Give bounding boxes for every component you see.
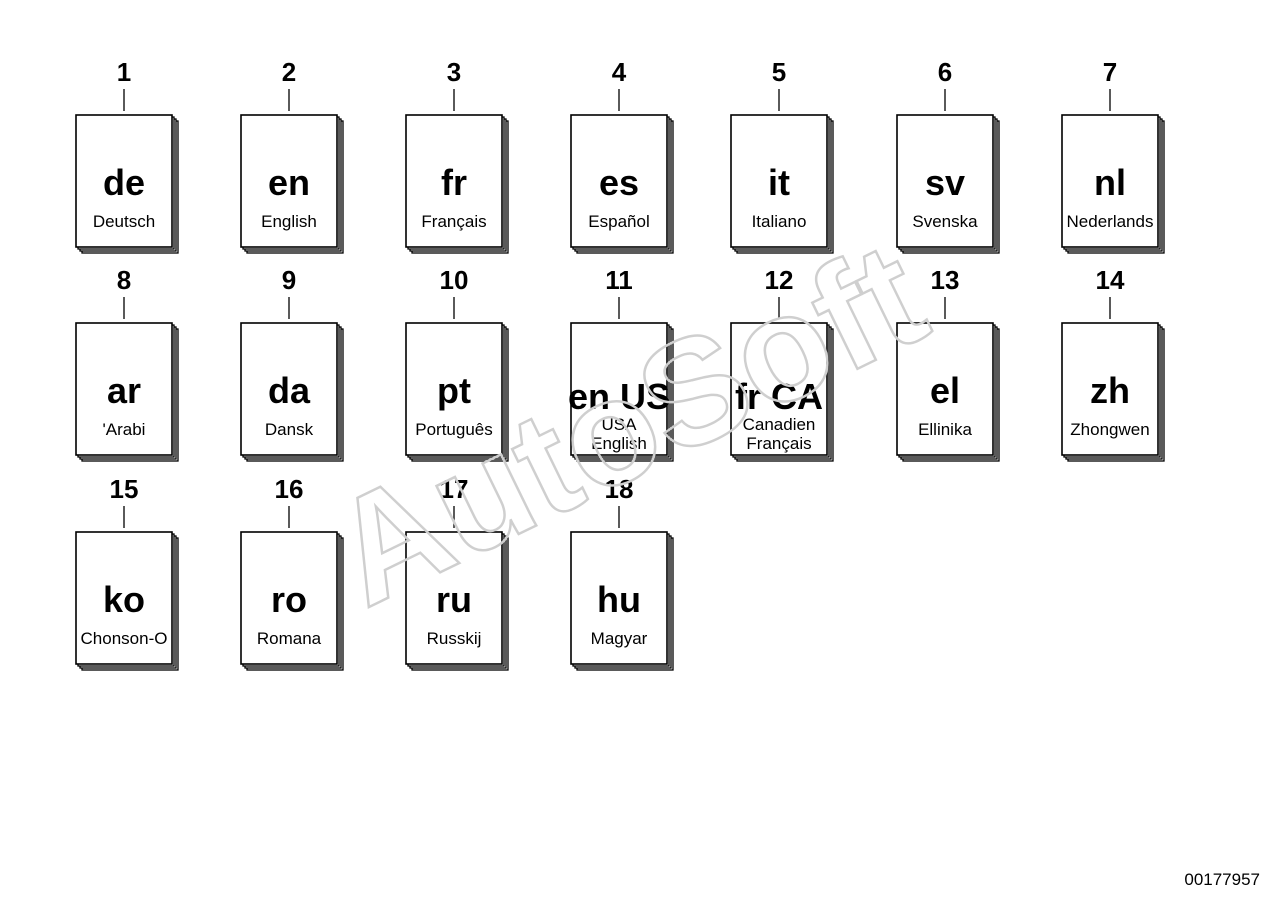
callout-number: 2 <box>282 57 296 87</box>
callout-number: 12 <box>765 265 794 295</box>
language-name: Português <box>415 420 493 439</box>
language-name: 'Arabi <box>103 420 146 439</box>
callout-number: 11 <box>605 265 633 295</box>
manual-cover <box>730 114 828 248</box>
language-code: en US <box>568 376 670 417</box>
callout-number: 9 <box>282 265 296 295</box>
callout-number: 10 <box>440 265 469 295</box>
callout-number: 1 <box>117 57 131 87</box>
manual-cover <box>896 114 994 248</box>
language-name: Svenska <box>912 212 978 231</box>
language-code: el <box>930 370 960 411</box>
language-code: fr <box>441 162 467 203</box>
part-number: 00177957 <box>1184 870 1260 889</box>
callout-number: 7 <box>1103 57 1117 87</box>
manual-cover <box>570 322 668 456</box>
callout-number: 13 <box>931 265 960 295</box>
callout-number: 5 <box>772 57 786 87</box>
manual-cover <box>240 531 338 665</box>
manual-cover <box>75 114 173 248</box>
callout-number: 6 <box>938 57 952 87</box>
manual-cover <box>405 114 503 248</box>
language-name: Italiano <box>752 212 807 231</box>
manual-cover <box>75 322 173 456</box>
callout-number: 14 <box>1096 265 1125 295</box>
manual-cover <box>1061 322 1159 456</box>
language-name: USA <box>602 415 638 434</box>
language-name: English <box>591 434 647 453</box>
manual-cover <box>405 322 503 456</box>
language-code: pt <box>437 370 471 411</box>
language-code: ro <box>271 579 307 620</box>
language-code: sv <box>925 162 965 203</box>
language-name: Romana <box>257 629 322 648</box>
manual-cover <box>240 114 338 248</box>
manual-cover <box>570 114 668 248</box>
language-code: da <box>268 370 311 411</box>
language-name: Nederlands <box>1067 212 1154 231</box>
manual-cover <box>896 322 994 456</box>
language-code: zh <box>1090 370 1130 411</box>
language-name: English <box>261 212 317 231</box>
language-name: Español <box>588 212 649 231</box>
callout-number: 4 <box>612 57 627 87</box>
language-name: Zhongwen <box>1070 420 1149 439</box>
language-code: en <box>268 162 310 203</box>
language-name: Ellinika <box>918 420 972 439</box>
language-code: ar <box>107 370 141 411</box>
manual-cover <box>75 531 173 665</box>
callout-number: 17 <box>440 474 469 504</box>
callout-number: 8 <box>117 265 131 295</box>
language-name: Chonson-O <box>81 629 168 648</box>
language-code: hu <box>597 579 641 620</box>
language-name: Français <box>421 212 486 231</box>
language-code: es <box>599 162 639 203</box>
manual-cover <box>730 322 828 456</box>
language-name: Français <box>746 434 811 453</box>
callout-number: 18 <box>605 474 634 504</box>
callout-number: 3 <box>447 57 461 87</box>
language-code: it <box>768 162 790 203</box>
language-code: ru <box>436 579 472 620</box>
language-name: Canadien <box>743 415 816 434</box>
language-code: de <box>103 162 145 203</box>
manual-cover <box>405 531 503 665</box>
callout-number: 15 <box>110 474 139 504</box>
language-code: nl <box>1094 162 1126 203</box>
manual-cover <box>570 531 668 665</box>
manual-8: 8 ar 'Arabi <box>75 265 179 462</box>
manual-cover <box>240 322 338 456</box>
callout-number: 16 <box>275 474 304 504</box>
manual-cover <box>1061 114 1159 248</box>
language-name: Deutsch <box>93 212 155 231</box>
language-code: fr CA <box>735 376 823 417</box>
language-code: ko <box>103 579 145 620</box>
language-name: Magyar <box>591 629 648 648</box>
language-name: Dansk <box>265 420 314 439</box>
language-name: Russkij <box>427 629 482 648</box>
